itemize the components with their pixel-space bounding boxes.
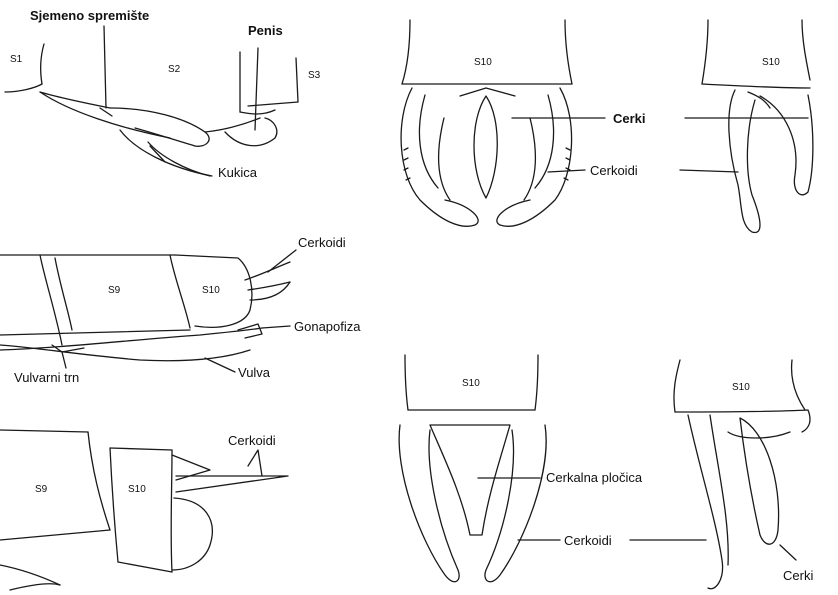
- label-cercoids-top: Cerkoidi: [590, 163, 638, 178]
- segment-s3: S3: [308, 70, 321, 81]
- segment-s10-mid: S10: [202, 285, 220, 296]
- leader-vulva: [205, 358, 235, 372]
- lateral-cercoids-drawing: [0, 430, 288, 590]
- leader-cercoids-mid: [268, 250, 296, 272]
- segment-s9-bottom: S9: [35, 484, 48, 495]
- segment-s10-d: S10: [732, 382, 750, 393]
- label-penis: Penis: [248, 23, 283, 38]
- segment-s10-c: S10: [462, 378, 480, 389]
- label-cercoids-mid: Cerkoidi: [298, 235, 346, 250]
- label-cerci-top: Cerki: [613, 111, 646, 126]
- label-cercoids-bottom: Cerkoidi: [228, 433, 276, 448]
- label-cerci-bottom: Cerki: [783, 568, 813, 583]
- female-lateral-drawing: [0, 255, 290, 368]
- leader-cerci-bottom: [780, 545, 796, 560]
- male-dorsal-cerci-drawing: [401, 20, 813, 232]
- segment-s1: S1: [10, 54, 23, 65]
- label-cercal-plate: Cerkalna pločica: [546, 470, 643, 485]
- label-cercoids-bottom-right: Cerkoidi: [564, 533, 612, 548]
- label-gonapophysis: Gonapofiza: [294, 319, 361, 334]
- segment-s9-mid: S9: [108, 285, 121, 296]
- leader-cercoids-top: [548, 170, 738, 172]
- label-seminal-vesicle: Sjemeno spremište: [30, 8, 149, 23]
- leader-gonapophysis: [262, 326, 290, 328]
- segment-s10-bottom: S10: [128, 484, 146, 495]
- label-vulvar-spine: Vulvarni trn: [14, 370, 79, 385]
- segment-s2: S2: [168, 64, 181, 75]
- segment-s10-a: S10: [474, 57, 492, 68]
- label-hook: Kukica: [218, 165, 258, 180]
- segment-s10-b: S10: [762, 57, 780, 68]
- male-lateral-drawing: [5, 26, 298, 176]
- label-vulva: Vulva: [238, 365, 271, 380]
